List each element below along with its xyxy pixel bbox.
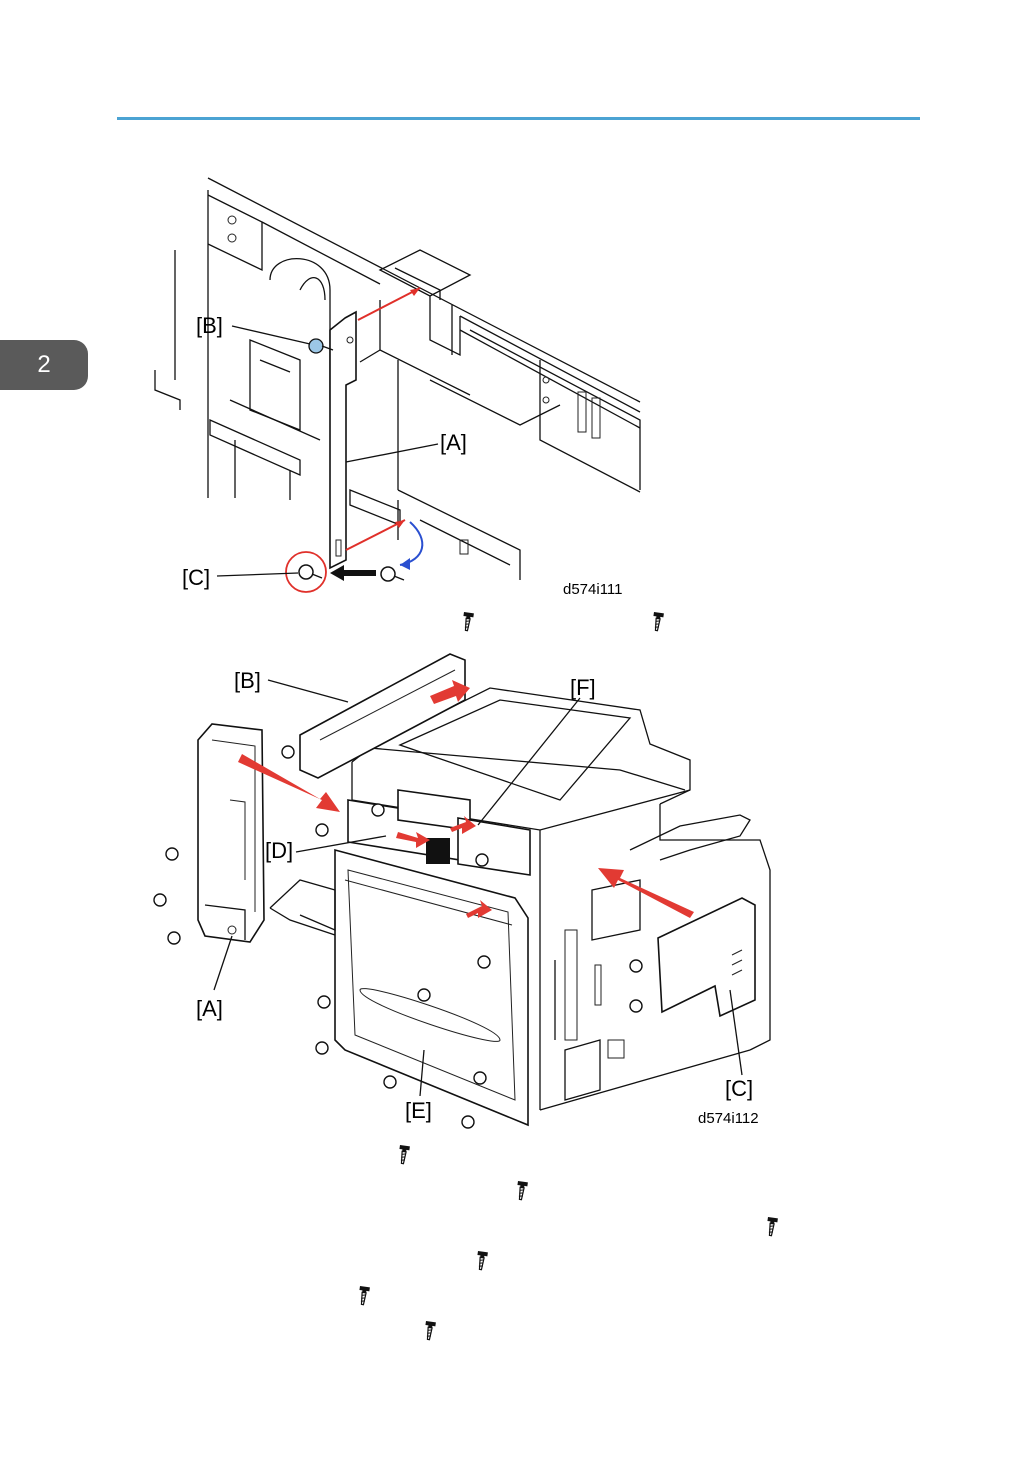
screw-icon — [765, 1217, 777, 1236]
screw-icon — [357, 1286, 369, 1305]
fig2-label-c: [C] — [725, 1076, 753, 1101]
fig2-label-d: [D] — [265, 838, 293, 863]
screw-icon — [423, 1321, 435, 1340]
fig2-code: d574i112 — [698, 1110, 759, 1127]
fig1-code: d574i111 — [563, 581, 623, 598]
screw-icon — [651, 612, 663, 631]
screw-icon — [397, 1145, 409, 1164]
fig1-label-a: [A] — [440, 430, 467, 455]
figure-1: [B] [A] [C] d574i111 — [155, 178, 640, 598]
fig1-label-b: [B] — [196, 313, 223, 338]
fig2-label-a: [A] — [196, 996, 223, 1021]
fig2-label-b: [B] — [234, 668, 261, 693]
fig2-label-f: [F] — [570, 675, 596, 700]
fig2-label-e: [E] — [405, 1098, 432, 1123]
screw-icon — [475, 1251, 487, 1270]
screw-icon — [515, 1181, 527, 1200]
screw-icon — [461, 612, 473, 631]
fig1-label-c: [C] — [182, 565, 210, 590]
figure-2: [B] [F] [D] [A] [E] [C] d574i112 — [154, 654, 770, 1128]
